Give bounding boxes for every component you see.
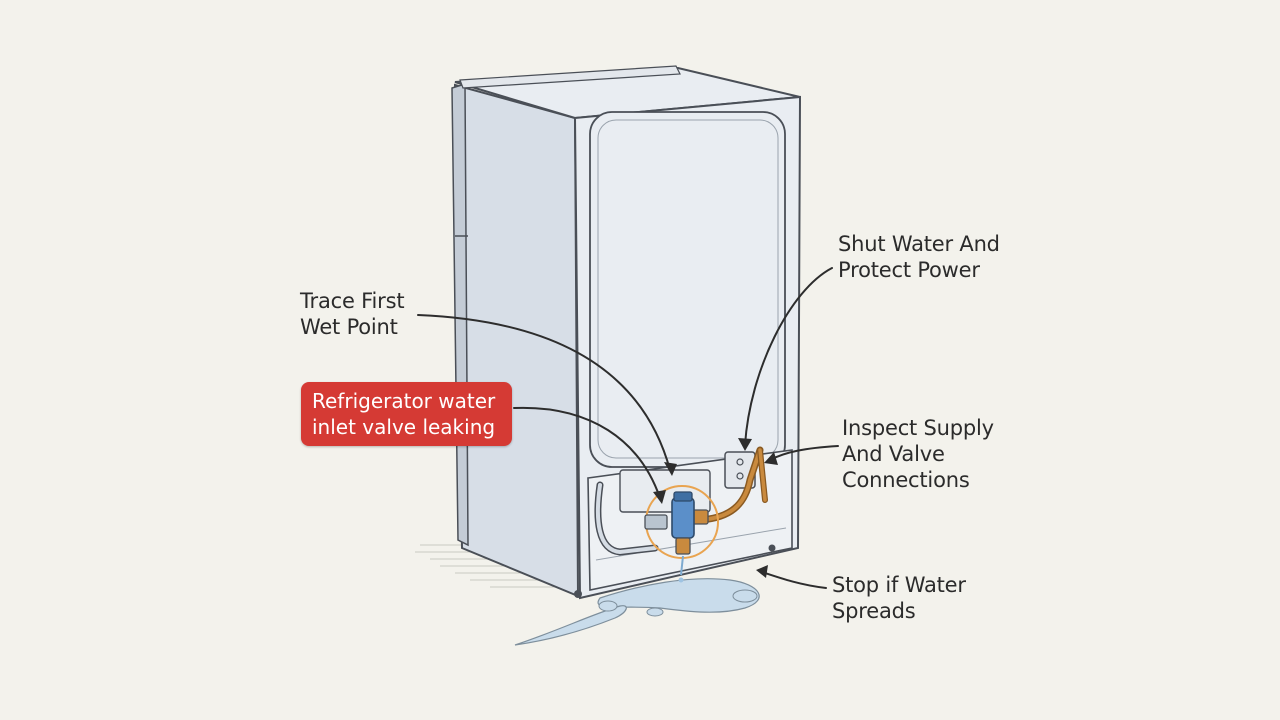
leader-lines <box>417 267 839 589</box>
inlet-valve <box>644 485 719 583</box>
refrigerator-body <box>451 65 802 600</box>
leader-arrowheads <box>653 438 778 578</box>
water-lines <box>594 446 768 556</box>
label-inspect-supply-valve: Inspect Supply And Valve Connections <box>842 416 994 492</box>
label-stop-if-water-spreads: Stop if Water Spreads <box>832 573 966 623</box>
label-trace-first-wet-point: Trace First Wet Point <box>300 289 405 339</box>
label-shut-water-protect-power: Shut Water And Protect Power <box>838 232 1000 282</box>
callout-inlet-valve-leaking: Refrigerator water inlet valve leaking <box>301 382 512 446</box>
water-puddle <box>514 578 760 646</box>
